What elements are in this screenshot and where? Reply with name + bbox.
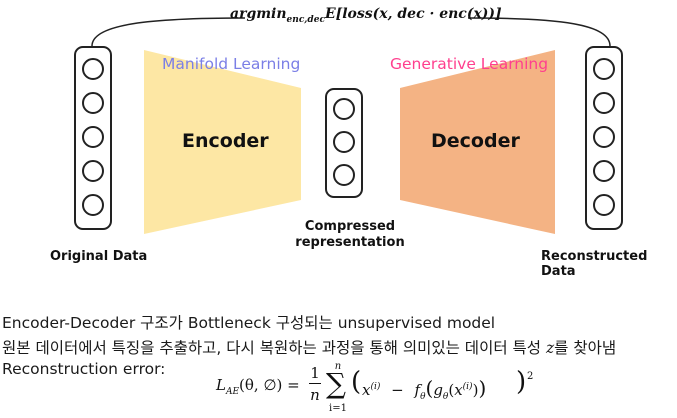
latent-node [333,164,355,186]
description-line-2-start: 원본 데이터에서 특징을 추출하고, 다시 복원하는 과정을 통해 의미있는 데… [2,339,546,357]
description-line-3: Reconstruction error: [2,360,166,378]
fraction-denominator: n [310,386,320,404]
sum-symbol: ∑ [326,367,346,400]
sum-upper-limit: n [334,361,342,372]
function-f: f [414,381,421,399]
input-node [82,92,104,114]
close-paren: ) [516,367,527,397]
term-x-inner-superscript: (i) [462,382,473,392]
latent-node [333,98,355,120]
output-node [593,58,615,80]
fraction-numerator: 1 [310,364,320,382]
latent-node [333,131,355,153]
latent-label-line2: representation [295,235,405,250]
output-column [585,46,623,230]
power-exponent: 2 [527,371,534,382]
input-column [74,46,112,230]
output-node [593,126,615,148]
sum-lower-limit: i=1 [329,403,347,414]
decoder-shape [400,50,555,234]
function-g-subscript: θ [442,392,449,402]
loss-subscript: AE [225,387,240,397]
output-node [593,160,615,182]
description-line-2-end: 를 찾아냄 [554,339,617,357]
minus-sign: − [391,381,404,399]
latent-variable: z [545,339,555,357]
loss-args: (θ, ∅) = [239,376,300,394]
open-paren: ( [351,367,362,397]
decoder-caption: Generative Learning [390,55,549,73]
loss-symbol: L [216,376,226,394]
objective-formula: argminenc,decE[loss(x, dec · enc(x))] [230,6,502,25]
function-f-subscript: θ [420,392,426,402]
output-node [593,194,615,216]
objective-prefix: argmin [230,6,287,22]
term-x-superscript: (i) [370,382,381,392]
latent-label-line1: Compressed [304,219,396,234]
objective-expression: E[loss(x, dec · enc(x))] [324,6,502,22]
reconstruction-formula: LAE(θ, ∅) = 1 n n ∑ i=1 ( x(i) − fθ(gθ(x… [216,361,534,414]
description-line-1: Encoder-Decoder 구조가 Bottleneck 구성되는 unsu… [2,314,496,332]
input-label: Original Data [50,249,148,264]
objective-subscript: enc,dec [286,14,325,25]
term-x-inner: x [454,381,463,399]
objective-bracket [91,17,611,47]
output-node [593,92,615,114]
term-x: x [362,381,371,399]
description-line-2: 원본 데이터에서 특징을 추출하고, 다시 복원하는 과정을 통해 의미있는 데… [2,336,616,358]
network-shapes [144,50,555,234]
encoder-caption: Manifold Learning [162,55,301,73]
latent-column [325,88,363,198]
encoder-label: Encoder [182,130,269,152]
decoder-label: Decoder [431,130,520,152]
output-label: Reconstructed Data [541,249,648,279]
fraction-bar [309,383,321,384]
input-node [82,194,104,216]
function-g: g [433,381,443,399]
encoder-shape [144,50,301,234]
input-node [82,126,104,148]
input-node [82,58,104,80]
input-node [82,160,104,182]
